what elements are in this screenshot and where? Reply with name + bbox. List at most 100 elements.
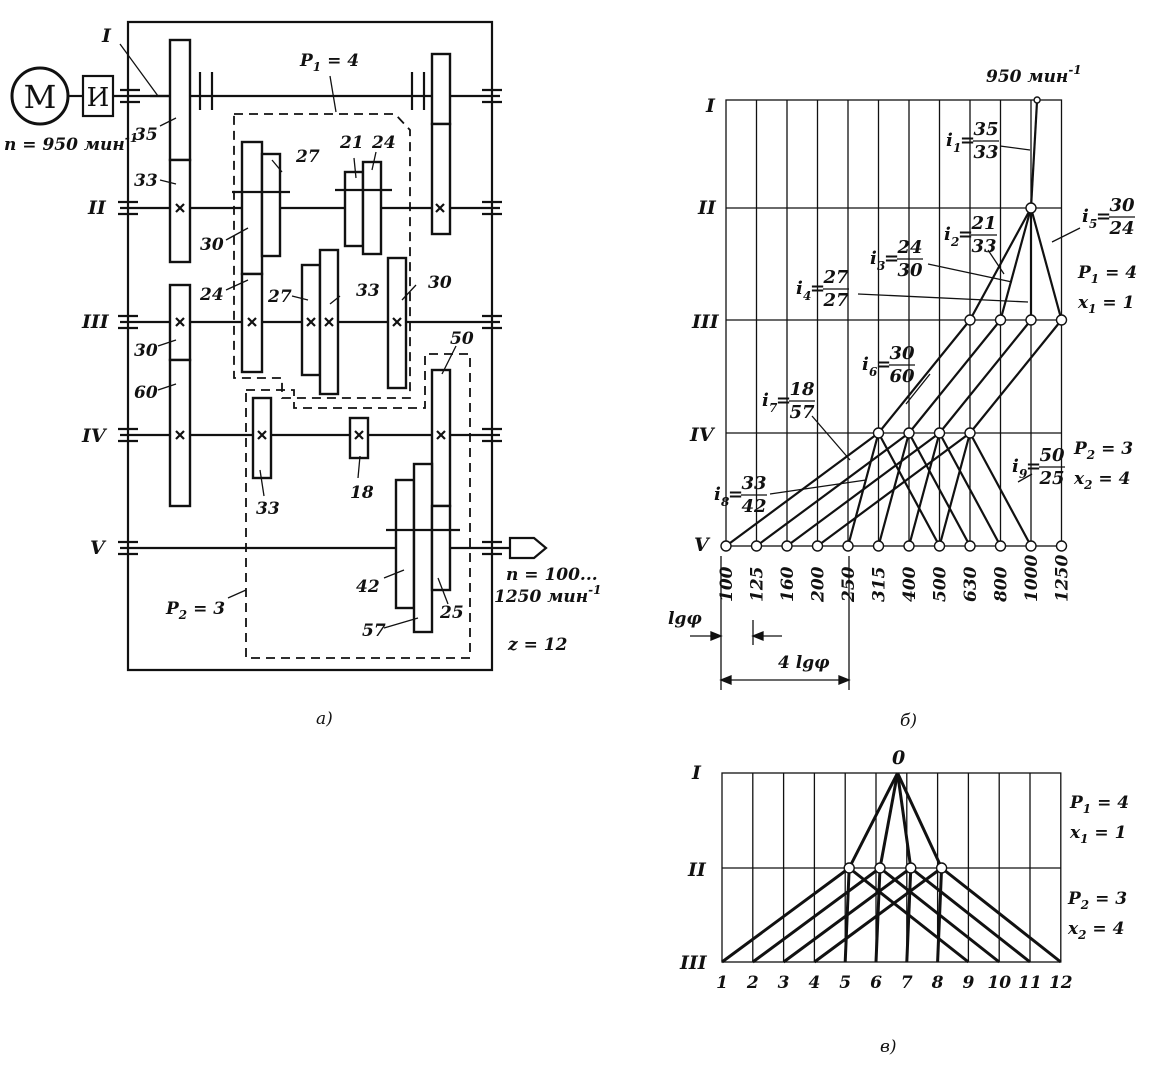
shaft-label-III: III [691, 311, 720, 333]
svg-text:30: 30 [1109, 195, 1135, 216]
shaft-label-IV: IV [689, 424, 716, 446]
svg-text:18: 18 [789, 379, 815, 400]
gear-21 [343, 170, 365, 248]
gear-42 [394, 478, 416, 610]
gear-57 [412, 462, 434, 634]
speed-ray [907, 432, 941, 547]
bearings [118, 88, 502, 556]
speed-node [964, 314, 976, 326]
speed-ray [908, 432, 971, 547]
speed-tick-label: 315 [870, 567, 890, 603]
svg-text:30: 30 [897, 260, 923, 281]
speed-ray [938, 319, 1032, 434]
net-number: 10 [987, 973, 1011, 993]
gear-label: 60 [134, 383, 158, 403]
svg-text:i: i [762, 390, 769, 411]
speed-node [1055, 540, 1068, 552]
origin-label: 0 [892, 747, 905, 769]
svg-text:=: = [776, 390, 791, 411]
svg-text:=: = [728, 484, 743, 505]
svg-text:=: = [960, 130, 975, 151]
speed-node [1025, 202, 1037, 214]
p1-label: P1 = 4 [299, 51, 359, 74]
speed-ray [755, 432, 910, 547]
four-lgphi-label: 4 lgφ [778, 653, 830, 673]
housing-frame [126, 20, 494, 672]
net-ray [905, 867, 913, 963]
output-speed-line-2: 1250 мин-1 [494, 583, 602, 607]
svg-text:24: 24 [896, 237, 922, 258]
speed-node [994, 314, 1007, 326]
speed-tick-label: 400 [900, 566, 920, 602]
input-speed: n = 950 мин-1 [4, 131, 138, 155]
svg-text:=: = [876, 354, 891, 375]
speed-ray [816, 432, 971, 547]
speed-tick-label: 630 [961, 566, 981, 602]
shaft-label-V: V [90, 537, 107, 559]
motor-label: M [24, 78, 57, 116]
gear-24 [361, 160, 383, 256]
gear-label: 33 [134, 171, 158, 191]
svg-text:27: 27 [822, 267, 849, 288]
svg-text:24: 24 [1108, 218, 1134, 239]
gear-27-III [300, 263, 322, 377]
svg-text:35: 35 [973, 119, 998, 140]
shaft-label-I: I [101, 25, 112, 47]
speed-node [933, 427, 946, 439]
speed-chart-nodes [720, 96, 1068, 552]
gear-label: 30 [134, 341, 158, 361]
speed-tick-label: 200 [809, 566, 829, 603]
svg-text:i: i [946, 130, 953, 151]
gear-50 [430, 368, 452, 508]
gear-33-IV [251, 396, 273, 480]
shaft-label-II: II [87, 197, 107, 219]
speed-ray [969, 319, 1063, 434]
structural-net-nodes [843, 862, 948, 874]
shaft-label-I: I [691, 762, 702, 784]
speed-ray [908, 319, 1002, 434]
svg-text:6: 6 [869, 365, 878, 379]
svg-text:=: = [884, 248, 899, 269]
gear-30 [240, 140, 264, 276]
grid-frame [725, 99, 1063, 547]
svg-text:21: 21 [970, 213, 996, 234]
svg-text:5: 5 [1089, 217, 1097, 231]
net-node [905, 862, 917, 874]
speed-node [994, 540, 1007, 552]
net-number: 3 [778, 973, 790, 993]
gear-label: 24 [371, 133, 396, 153]
speed-tick-label: 800 [992, 566, 1012, 603]
svg-text:8: 8 [721, 495, 730, 509]
speed-tick-label: 100 [717, 566, 737, 602]
speed-node [1055, 314, 1068, 326]
shaft-label-II: II [687, 859, 707, 881]
net-number: 11 [1018, 973, 1042, 993]
net-ray [847, 772, 899, 869]
keyed-marks [175, 203, 446, 440]
net-number: 2 [746, 973, 759, 993]
gear-label: 21 [339, 133, 364, 153]
speed-tick-label: 1000 [1022, 555, 1042, 602]
speed-ray [969, 432, 1032, 547]
gear-27 [260, 152, 282, 258]
speed-node [781, 540, 793, 552]
speed-ray [999, 207, 1033, 321]
svg-text:2: 2 [950, 235, 959, 249]
svg-text:33: 33 [973, 142, 998, 163]
svg-text:=: = [810, 278, 825, 299]
svg-text:60: 60 [889, 366, 915, 387]
gear-label: 27 [295, 147, 320, 167]
speed-node [903, 427, 915, 439]
net-ray [896, 772, 913, 869]
svg-text:50: 50 [1039, 445, 1065, 466]
net-ray [909, 866, 1031, 964]
